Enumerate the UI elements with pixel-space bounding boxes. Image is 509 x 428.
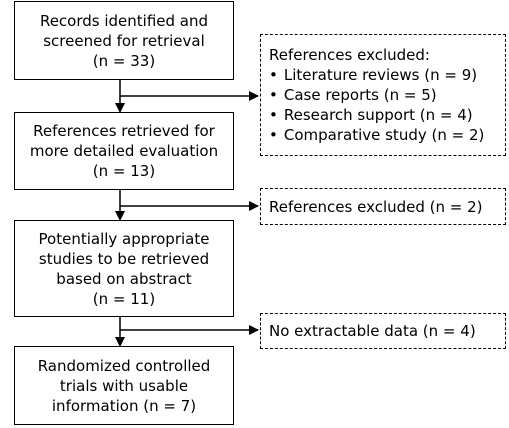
box-line: (n = 11)	[92, 289, 156, 308]
box-line: (n = 33)	[92, 51, 156, 70]
exclusion-box-1: References excluded: Literature reviews …	[260, 34, 506, 156]
box-potentially-appropriate: Potentially appropriate studies to be re…	[14, 220, 234, 317]
box-line: Records identified and	[39, 11, 209, 30]
box-line: screened for retrieval	[43, 31, 205, 50]
box-line: trials with usable	[59, 376, 189, 395]
exclusion-title: References excluded:	[269, 46, 430, 64]
box-line: Randomized controlled	[37, 356, 211, 375]
box-line: (n = 13)	[92, 162, 156, 180]
list-item: Literature reviews (n = 9)	[269, 65, 505, 85]
exclusion-box-2: References excluded (n = 2)	[260, 188, 506, 225]
box-line: more detailed evaluation	[29, 142, 219, 160]
box-line: Potentially appropriate	[38, 229, 210, 248]
exclusion-text: No extractable data (n = 4)	[269, 322, 476, 340]
box-line: studies to be retrieved	[38, 249, 210, 268]
exclusion-text: References excluded (n = 2)	[269, 197, 483, 216]
box-records-screened: Records identified and screened for retr…	[14, 1, 234, 80]
box-line: References retrieved for	[33, 122, 215, 140]
exclusion-list: Literature reviews (n = 9) Case reports …	[269, 65, 505, 145]
box-references-retrieved: References retrieved for more detailed e…	[14, 112, 234, 190]
exclusion-box-3: No extractable data (n = 4)	[260, 313, 506, 349]
list-item: Case reports (n = 5)	[269, 85, 505, 105]
box-line: based on abstract	[56, 269, 192, 288]
list-item: Research support (n = 4)	[269, 105, 505, 125]
box-rct-usable: Randomized controlled trials with usable…	[14, 346, 234, 425]
list-item: Comparative study (n = 2)	[269, 125, 505, 145]
box-line: information (n = 7)	[51, 396, 197, 415]
